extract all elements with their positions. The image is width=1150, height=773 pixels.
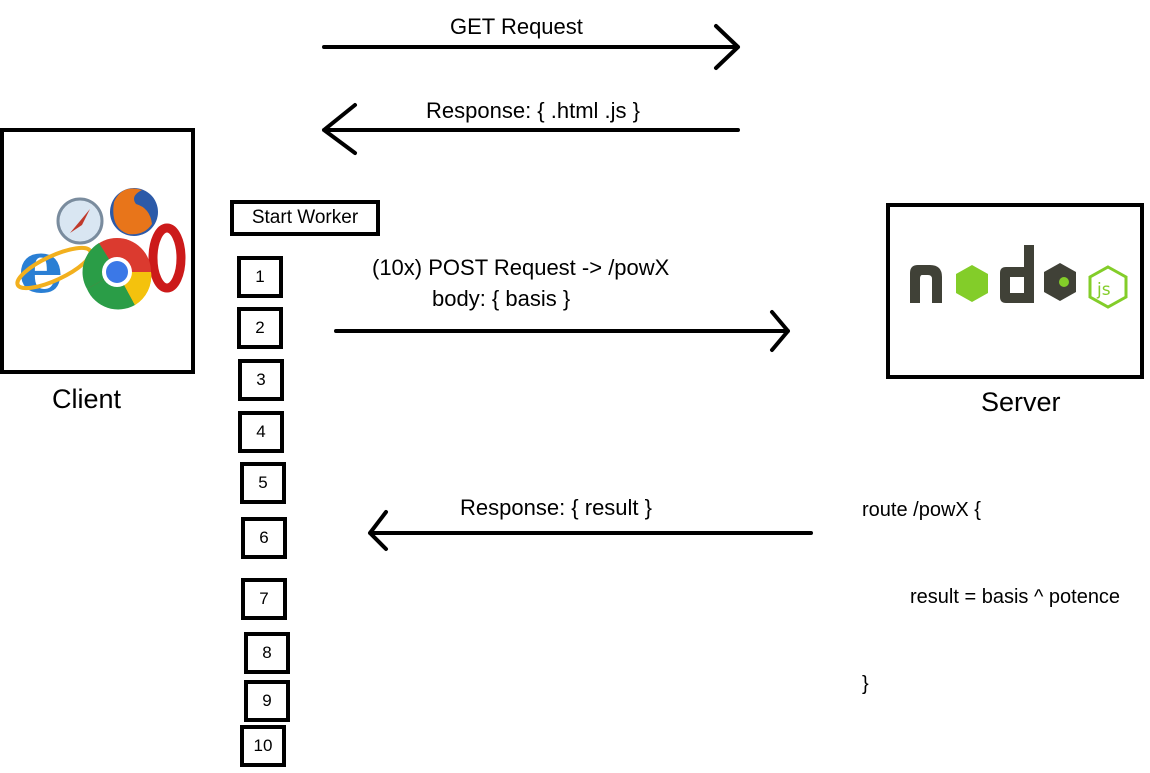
start-worker-button[interactable]: Start Worker bbox=[230, 200, 380, 236]
post-request-label: (10x) POST Request -> /powX bbox=[372, 255, 670, 280]
get-request-label: GET Request bbox=[450, 14, 583, 39]
nodejs-logo: js bbox=[910, 245, 1128, 309]
response-files-arrow bbox=[322, 103, 740, 155]
client-box: e bbox=[0, 128, 195, 374]
code-line-1: route /powX { bbox=[862, 499, 981, 521]
server-box: js bbox=[886, 203, 1144, 379]
request-box: 4 bbox=[238, 411, 284, 453]
server-code: route /powX { result = basis ^ potence } bbox=[862, 438, 1120, 728]
request-box: 2 bbox=[237, 307, 283, 349]
response-files-label: Response: { .html .js } bbox=[426, 98, 640, 123]
request-box: 10 bbox=[240, 725, 286, 767]
server-label: Server bbox=[981, 387, 1061, 417]
code-line-2: result = basis ^ potence bbox=[910, 586, 1121, 608]
post-request-arrow bbox=[334, 310, 790, 352]
svg-text:e: e bbox=[18, 224, 64, 309]
request-box: 8 bbox=[244, 632, 290, 674]
code-line-3: } bbox=[862, 673, 869, 695]
post-body-label: body: { basis } bbox=[432, 286, 571, 311]
response-result-label: Response: { result } bbox=[460, 495, 653, 520]
request-box: 6 bbox=[241, 517, 287, 559]
request-box: 9 bbox=[244, 680, 290, 722]
request-box: 1 bbox=[237, 256, 283, 298]
client-label: Client bbox=[52, 384, 122, 414]
request-box: 5 bbox=[240, 462, 286, 504]
request-box: 3 bbox=[238, 359, 284, 401]
response-result-arrow bbox=[368, 510, 813, 551]
request-box: 7 bbox=[241, 578, 287, 620]
svg-text:js: js bbox=[1096, 280, 1111, 300]
browser-logos-icon: e bbox=[15, 188, 186, 310]
get-request-arrow bbox=[322, 24, 740, 70]
